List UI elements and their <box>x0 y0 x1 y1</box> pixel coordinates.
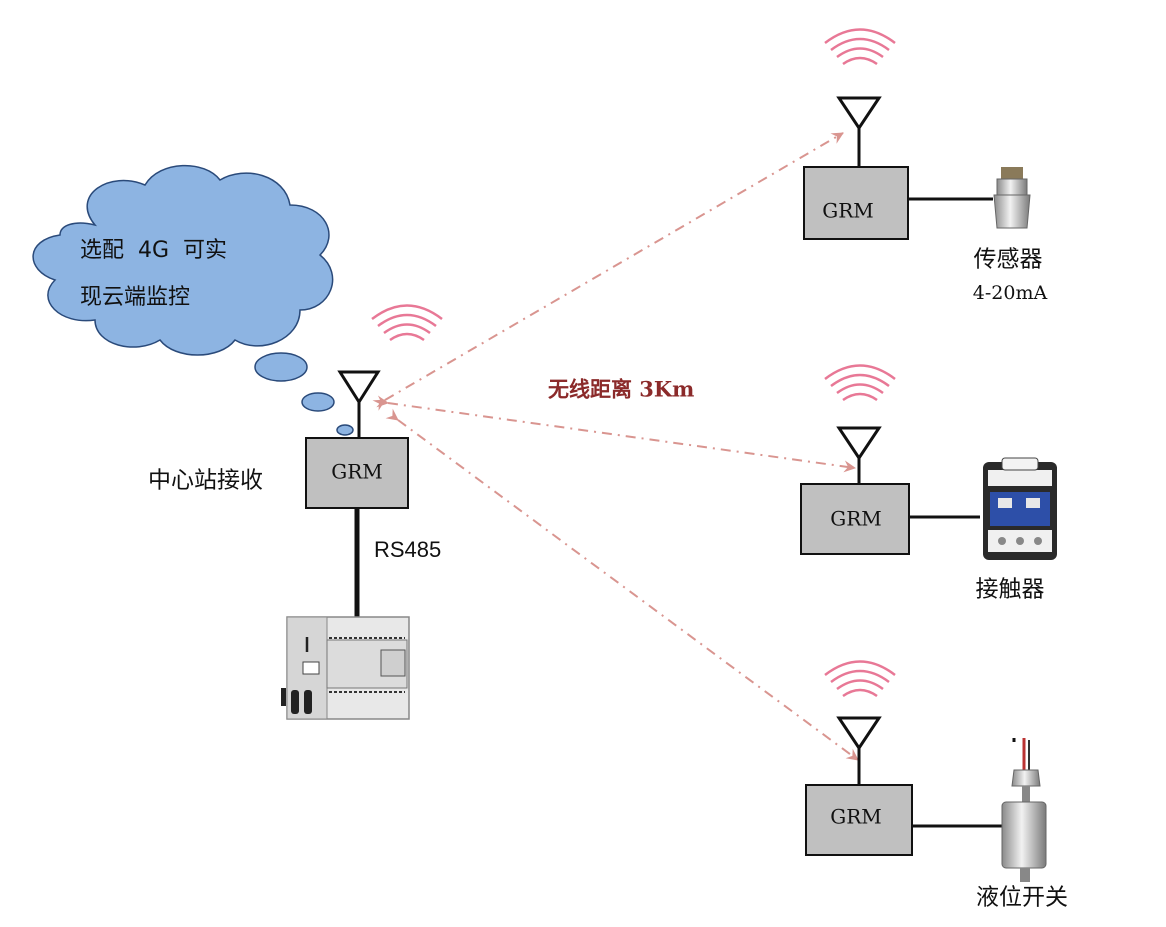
contactor-device-icon <box>983 457 1057 560</box>
rs485-label: RS485 <box>374 537 441 562</box>
remote-node-level-switch: GRM 液位开关 <box>805 660 1068 911</box>
center-antenna-icon <box>337 370 381 438</box>
sensor-grm-label: GRM <box>822 199 874 223</box>
level-switch-signal-icon <box>824 660 896 698</box>
sensor-label: 传感器 <box>974 247 1043 273</box>
link-to-level-switch <box>385 408 859 761</box>
contactor-signal-icon <box>824 364 896 402</box>
cloud-text-line1: 选配 4G 可实 <box>80 238 227 263</box>
level-switch-grm-module <box>805 784 913 856</box>
link-distance-label: 无线距离 3Km <box>548 377 694 402</box>
level-switch-label: 液位开关 <box>976 885 1068 911</box>
center-station: GRM 中心站接收 RS485 <box>148 304 443 720</box>
contactor-antenna-icon <box>836 426 882 484</box>
cloud-callout: 选配 4G 可实 现云端监控 <box>32 164 354 436</box>
center-grm-label: GRM <box>331 460 383 484</box>
plc-device-icon <box>281 616 410 720</box>
link-to-contactor <box>376 395 856 473</box>
thought-bubble-3 <box>336 424 354 436</box>
sensor-antenna-icon <box>836 96 882 167</box>
link-to-sensor <box>372 132 844 411</box>
level-switch-antenna-icon <box>836 716 882 785</box>
sensor-unit-label: 4-20mA <box>973 282 1048 304</box>
center-signal-icon <box>371 304 443 342</box>
remote-node-contactor: GRM 接触器 <box>800 364 1057 603</box>
level-switch-device-icon <box>1001 738 1047 882</box>
cloud-text-line2: 现云端监控 <box>80 285 190 310</box>
center-station-label: 中心站接收 <box>148 468 263 494</box>
sensor-signal-icon <box>824 28 896 66</box>
thought-bubble-1 <box>254 352 308 382</box>
wireless-links <box>372 132 859 761</box>
sensor-device-icon <box>993 167 1031 229</box>
thought-bubble-2 <box>301 392 335 412</box>
cloud-shape <box>32 164 334 356</box>
contactor-grm-module <box>800 483 910 555</box>
sensor-grm-module <box>803 166 909 240</box>
remote-node-sensor: GRM 传感器 4-20mA <box>803 28 1048 304</box>
contactor-grm-label: GRM <box>830 507 882 531</box>
contactor-label: 接触器 <box>976 577 1045 603</box>
level-switch-grm-label: GRM <box>830 805 882 829</box>
